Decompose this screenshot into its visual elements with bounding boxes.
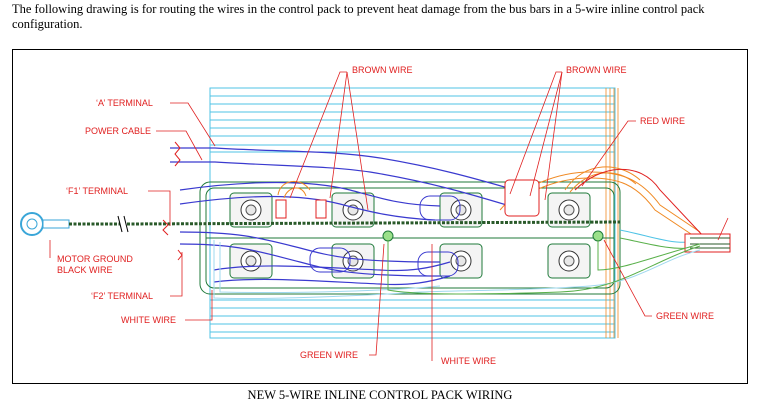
label-f2-terminal: ‘F2’ TERMINAL bbox=[91, 291, 153, 301]
label-brown-wire-1: BROWN WIRE bbox=[352, 65, 413, 75]
label-red-wire: RED WIRE bbox=[640, 116, 685, 126]
harness-bundle bbox=[619, 229, 731, 253]
cable-break-marks bbox=[162, 141, 183, 261]
label-white-wire-left: WHITE WIRE bbox=[121, 315, 176, 325]
green-screws bbox=[382, 230, 604, 242]
motor-ground-wire bbox=[20, 212, 621, 236]
label-f1-terminal: ‘F1’ TERMINAL bbox=[66, 186, 128, 196]
label-a-terminal: ‘A’ TERMINAL bbox=[96, 98, 153, 108]
label-black-wire: BLACK WIRE bbox=[57, 265, 113, 275]
intro-text: The following drawing is for routing the… bbox=[12, 2, 705, 31]
label-power-cable: POWER CABLE bbox=[85, 126, 151, 136]
green-wires bbox=[387, 240, 701, 295]
label-brown-wire-2: BROWN WIRE bbox=[566, 65, 627, 75]
label-white-wire-bottom: WHITE WIRE bbox=[441, 356, 496, 366]
power-cable bbox=[170, 147, 516, 286]
brown-wire-connectors bbox=[275, 179, 540, 219]
label-motor-ground: MOTOR GROUND bbox=[57, 254, 133, 264]
label-green-wire-right: GREEN WIRE bbox=[656, 311, 714, 321]
diagram-caption: NEW 5-WIRE INLINE CONTROL PACK WIRING bbox=[247, 388, 513, 402]
leader-lines bbox=[49, 71, 729, 361]
label-green-wire-bottom: GREEN WIRE bbox=[300, 350, 358, 360]
white-wires bbox=[213, 240, 701, 300]
diagram-frame bbox=[12, 49, 748, 384]
cable-lugs bbox=[309, 195, 461, 277]
